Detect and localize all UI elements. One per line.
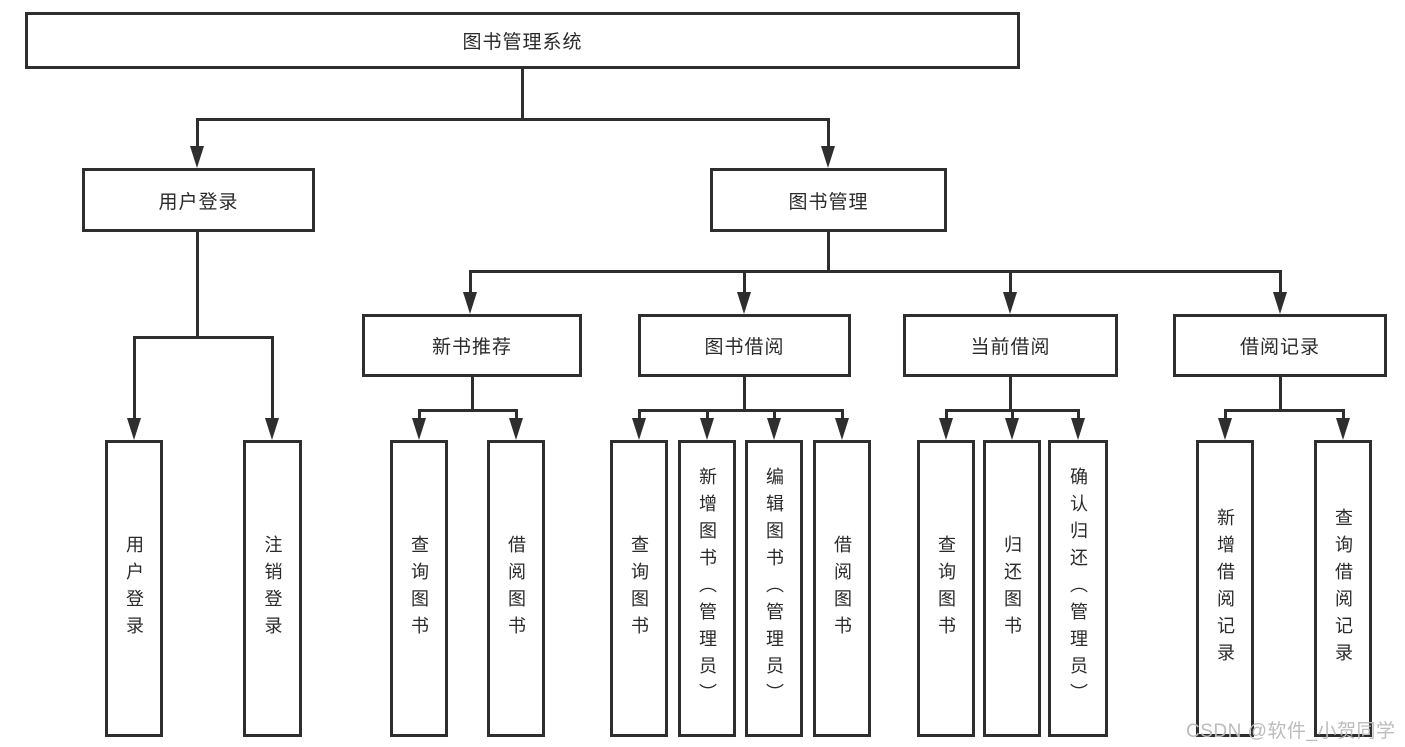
connector-userlogin-vline xyxy=(196,232,199,338)
leaf-current-return-books: 归还图书 xyxy=(983,440,1041,737)
connector-records-vline xyxy=(1279,377,1282,411)
arrow-down-icon xyxy=(700,418,714,440)
leaf-records-query-record: 查询借阅记录 xyxy=(1314,440,1372,737)
leaf-current-confirm-return-admin: 确认归还（管理员） xyxy=(1048,440,1108,737)
connector-root-left-stub xyxy=(196,118,199,146)
connector-records-hline xyxy=(1224,409,1344,412)
leaf-current-query-books: 查询图书 xyxy=(917,440,975,737)
leaf-borrow-query-books: 查询图书 xyxy=(610,440,668,737)
connector-recommend-stub xyxy=(515,409,518,418)
arrow-down-icon xyxy=(1218,418,1232,440)
connector-records-stub xyxy=(1342,409,1345,418)
arrow-down-icon xyxy=(1336,418,1350,440)
connector-bookmgmt-stub xyxy=(743,270,746,292)
arrow-down-icon xyxy=(939,418,953,440)
node-book-management: 图书管理 xyxy=(710,168,947,232)
connector-recommend-hline xyxy=(418,409,518,412)
leaf-records-add-record: 新增借阅记录 xyxy=(1196,440,1254,737)
connector-borrow-stub xyxy=(773,409,776,418)
arrow-down-icon xyxy=(1003,292,1017,314)
arrow-down-icon xyxy=(632,418,646,440)
connector-records-stub xyxy=(1224,409,1227,418)
connector-borrow-stub xyxy=(638,409,641,418)
node-root: 图书管理系统 xyxy=(25,12,1020,69)
connector-bookmgmt-stub xyxy=(1009,270,1012,292)
connector-recommend-stub xyxy=(418,409,421,418)
node-new-book-recommend: 新书推荐 xyxy=(362,314,582,377)
leaf-recommend-query-books: 查询图书 xyxy=(390,440,448,737)
arrow-down-icon xyxy=(127,418,141,440)
connector-bookmgmt-stub xyxy=(1279,270,1282,292)
arrow-down-icon xyxy=(412,418,426,440)
node-book-borrow: 图书借阅 xyxy=(638,314,851,377)
connector-borrow-vline xyxy=(743,377,746,411)
connector-current-stub xyxy=(1011,409,1014,418)
connector-root-right-stub xyxy=(827,118,830,146)
connector-borrow-stub xyxy=(841,409,844,418)
connector-bookmgmt-stub xyxy=(469,270,472,292)
arrow-down-icon xyxy=(265,418,279,440)
node-user-login: 用户登录 xyxy=(82,168,315,232)
leaf-logout-login: 注销登录 xyxy=(243,440,302,737)
arrow-down-icon xyxy=(190,146,204,168)
connector-bookmgmt-vline xyxy=(827,232,830,272)
arrow-down-icon xyxy=(1005,418,1019,440)
leaf-recommend-borrow-books: 借阅图书 xyxy=(487,440,545,737)
leaf-borrow-edit-books-admin: 编辑图书（管理员） xyxy=(745,440,803,737)
connector-userlogin-hline xyxy=(133,336,274,339)
leaf-user-login: 用户登录 xyxy=(105,440,163,737)
arrow-down-icon xyxy=(1273,292,1287,314)
node-current-borrow: 当前借阅 xyxy=(903,314,1118,377)
csdn-watermark: CSDN @软件_小贺同学 xyxy=(1186,721,1396,742)
connector-userlogin-stub xyxy=(271,336,274,418)
connector-current-vline xyxy=(1009,377,1012,411)
arrow-down-icon xyxy=(767,418,781,440)
leaf-borrow-add-books-admin: 新增图书（管理员） xyxy=(678,440,736,737)
connector-root-vline xyxy=(521,69,524,118)
arrow-down-icon xyxy=(821,146,835,168)
connector-current-stub xyxy=(945,409,948,418)
connector-borrow-stub xyxy=(706,409,709,418)
connector-recommend-vline xyxy=(471,377,474,411)
connector-bookmgmt-hline xyxy=(469,270,1282,273)
leaf-borrow-borrow-books: 借阅图书 xyxy=(813,440,871,737)
connector-current-stub xyxy=(1077,409,1080,418)
connector-root-hline xyxy=(196,118,830,121)
connector-userlogin-stub xyxy=(133,336,136,418)
arrow-down-icon xyxy=(737,292,751,314)
arrow-down-icon xyxy=(463,292,477,314)
arrow-down-icon xyxy=(835,418,849,440)
node-borrow-records: 借阅记录 xyxy=(1173,314,1387,377)
arrow-down-icon xyxy=(509,418,523,440)
arrow-down-icon xyxy=(1071,418,1085,440)
connector-borrow-hline xyxy=(638,409,844,412)
